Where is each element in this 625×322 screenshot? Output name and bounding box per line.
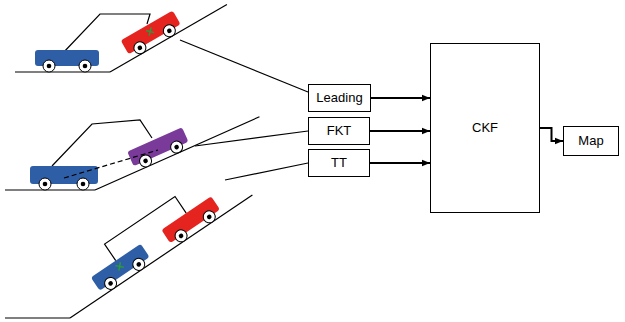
purple-car xyxy=(127,127,191,172)
process-box: Map xyxy=(563,126,619,156)
arrow-connector xyxy=(371,97,430,99)
tt-slope xyxy=(47,160,253,318)
box-label: TT xyxy=(331,156,347,170)
tt-scene xyxy=(5,163,308,318)
red-car xyxy=(121,10,184,59)
fkt-scene xyxy=(5,117,308,190)
arrow-connector xyxy=(540,128,563,141)
box-label: Leading xyxy=(316,91,362,105)
leading-scene xyxy=(15,5,308,93)
arrow-connector xyxy=(370,162,430,164)
process-box: TT xyxy=(308,149,370,177)
arrow-connector xyxy=(370,130,430,132)
box-label: FKT xyxy=(327,124,352,138)
sight-line xyxy=(64,150,158,178)
process-box: Leading xyxy=(308,84,371,112)
box-label: CKF xyxy=(472,121,498,135)
filter-box: CKF xyxy=(430,43,540,213)
blue-car xyxy=(35,50,99,72)
process-box: FKT xyxy=(308,117,370,145)
box-label: Map xyxy=(578,134,603,148)
